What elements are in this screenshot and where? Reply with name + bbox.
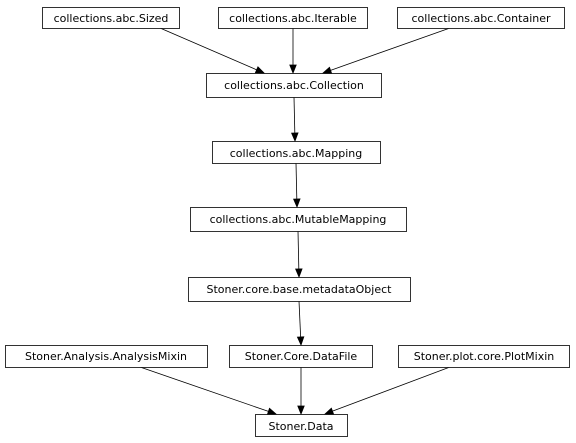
edge-mutablemapping-to-metadataobject xyxy=(297,230,300,270)
arrowhead-mapping-to-mutablemapping xyxy=(293,198,301,209)
node-collections-abc-collection[interactable]: collections.abc.Collection xyxy=(206,73,382,98)
node-box xyxy=(229,345,373,368)
arrowhead-metadataobject-to-datafile xyxy=(296,336,305,347)
edges-layer xyxy=(139,27,451,416)
edge-mapping-to-mutablemapping xyxy=(295,162,298,200)
node-label: Stoner.Core.DataFile xyxy=(245,350,358,363)
node-box xyxy=(5,345,208,368)
arrowhead-plotmixin-to-data xyxy=(323,407,335,415)
node-box xyxy=(188,277,411,302)
node-box xyxy=(218,7,368,29)
node-stoner-analysis-analysismixin[interactable]: Stoner.Analysis.AnalysisMixin xyxy=(5,345,208,368)
node-box xyxy=(190,207,407,232)
arrowhead-sized-to-collection xyxy=(254,66,265,74)
node-box xyxy=(397,7,565,29)
node-collections-abc-mapping[interactable]: collections.abc.Mapping xyxy=(212,141,381,164)
arrowhead-iterable-to-collection xyxy=(289,64,297,75)
node-stoner-core-datafile[interactable]: Stoner.Core.DataFile xyxy=(229,345,373,368)
edge-container-to-collection xyxy=(330,27,451,71)
node-box xyxy=(255,414,348,437)
edge-sized-to-collection xyxy=(159,27,257,71)
arrowhead-container-to-collection xyxy=(321,66,333,74)
node-collections-abc-mutablemapping[interactable]: collections.abc.MutableMapping xyxy=(190,207,407,232)
node-stoner-data[interactable]: Stoner.Data xyxy=(255,414,348,437)
node-label: collections.abc.Mapping xyxy=(230,147,362,160)
arrowhead-collection-to-mapping xyxy=(291,132,299,143)
node-label: collections.abc.Sized xyxy=(54,12,169,25)
node-box xyxy=(42,7,180,29)
node-box xyxy=(212,141,381,164)
edge-collection-to-mapping xyxy=(293,96,296,134)
node-stoner-core-base-metadataobject[interactable]: Stoner.core.base.metadataObject xyxy=(188,277,411,302)
node-collections-abc-container[interactable]: collections.abc.Container xyxy=(397,7,565,29)
arrowhead-mutablemapping-to-metadataobject xyxy=(295,268,303,279)
node-stoner-plot-core-plotmixin[interactable]: Stoner.plot.core.PlotMixin xyxy=(398,345,570,368)
node-label: collections.abc.MutableMapping xyxy=(210,213,387,226)
arrowhead-analysismixin-to-data xyxy=(266,407,278,415)
edge-plotmixin-to-data xyxy=(332,366,451,412)
node-label: Stoner.Data xyxy=(268,420,333,433)
node-label: Stoner.Analysis.AnalysisMixin xyxy=(25,350,187,363)
node-box xyxy=(398,345,570,368)
node-label: collections.abc.Iterable xyxy=(229,12,357,25)
node-collections-abc-sized[interactable]: collections.abc.Sized xyxy=(42,7,180,29)
node-label: collections.abc.Container xyxy=(411,12,551,25)
node-label: Stoner.core.base.metadataObject xyxy=(207,283,393,296)
node-collections-abc-iterable[interactable]: collections.abc.Iterable xyxy=(218,7,368,29)
edge-metadataobject-to-datafile xyxy=(298,300,302,338)
arrowhead-datafile-to-data xyxy=(297,405,305,416)
node-label: Stoner.plot.core.PlotMixin xyxy=(414,350,555,363)
edge-analysismixin-to-data xyxy=(139,366,269,412)
node-box xyxy=(206,73,382,98)
node-label: collections.abc.Collection xyxy=(224,79,364,92)
